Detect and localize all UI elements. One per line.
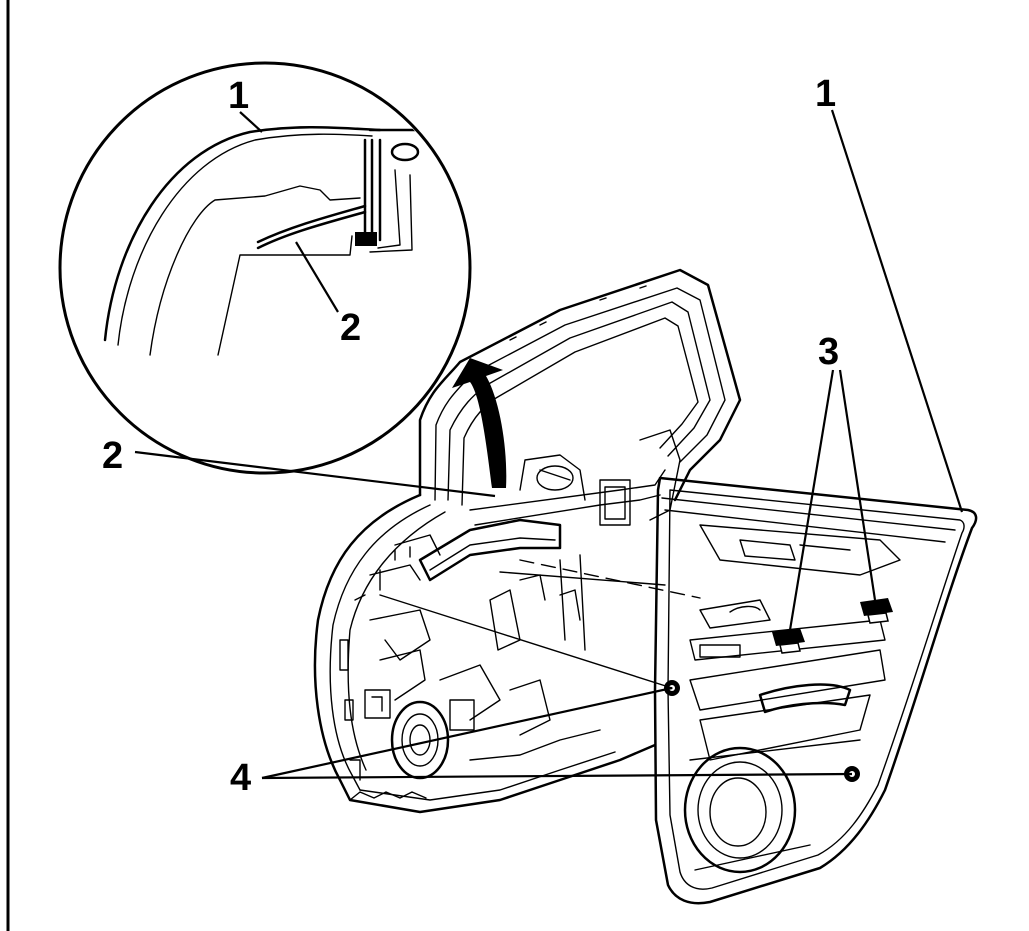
- speaker-grille: [683, 746, 797, 874]
- detail-view: 1 2: [58, 61, 472, 475]
- door-trim-panel: [653, 476, 978, 905]
- detail-callout-1: 1: [228, 75, 249, 117]
- callout-2: 2: [102, 435, 123, 477]
- detail-pointer-arrow: [452, 358, 507, 488]
- detail-callout-2: 2: [340, 307, 361, 349]
- callout-1: 1: [815, 73, 836, 115]
- door-frame: [313, 268, 742, 814]
- alignment-lines: [379, 559, 701, 689]
- callouts: 1 2 3 4: [102, 73, 964, 799]
- bracket-hole: [390, 142, 420, 162]
- callout-4: 4: [230, 757, 251, 799]
- upper-clip-right: [860, 598, 893, 624]
- callout-3: 3: [818, 331, 839, 373]
- detail-circle: [58, 61, 472, 475]
- upper-clip-left: [772, 628, 805, 654]
